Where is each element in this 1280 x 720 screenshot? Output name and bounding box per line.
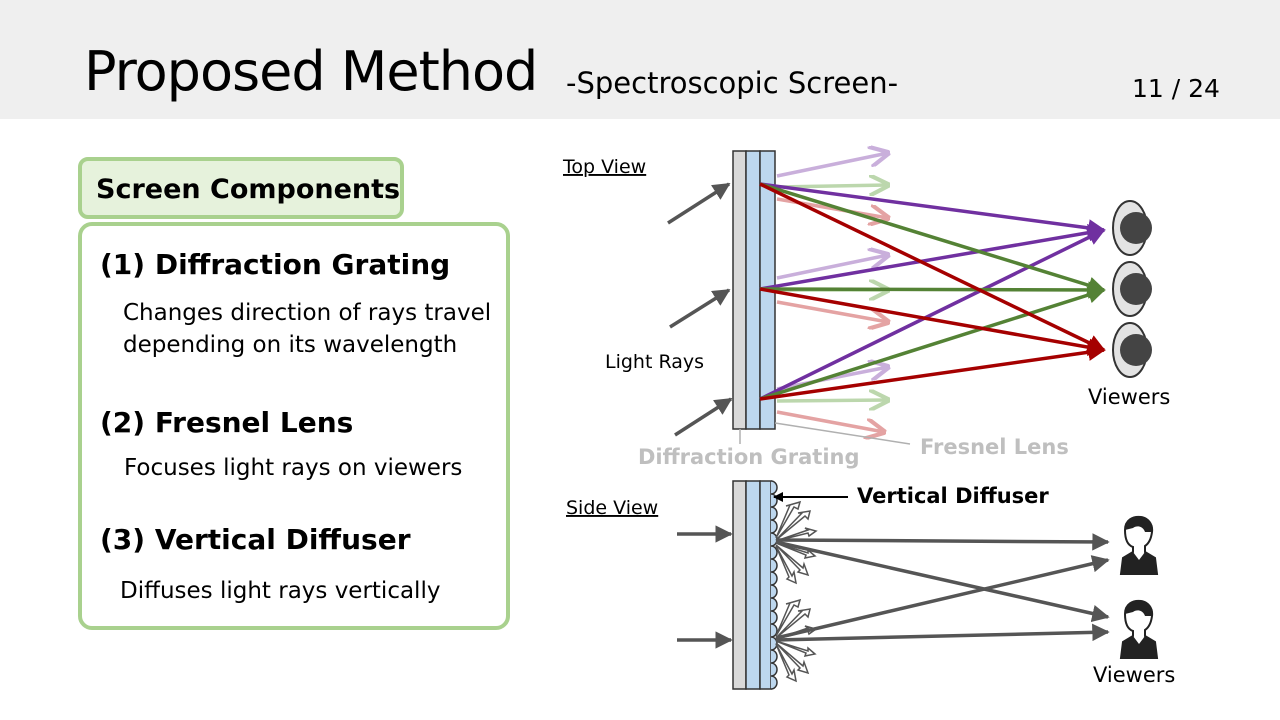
focused-rays [759, 182, 1106, 401]
side-incoming-rays [677, 525, 733, 649]
viewer-head-icon [1112, 261, 1152, 317]
viewer-head-icon [1112, 322, 1152, 378]
item-fresnel-lens-desc: Focuses light rays on viewers [124, 455, 463, 481]
faint-dispersed-rays [776, 153, 888, 432]
vertical-diffuser-label: Vertical Diffuser [857, 484, 1049, 508]
components-box [78, 222, 510, 630]
top-view-label: Top View [562, 156, 646, 178]
slide-title: Proposed Method [84, 40, 538, 103]
page-number: 11 / 24 [1132, 74, 1220, 103]
item-vertical-diffuser-desc: Diffuses light rays vertically [120, 578, 441, 604]
incoming-light-rays [667, 182, 733, 437]
viewer-head-icon [1112, 200, 1152, 256]
viewer-person-icon [1119, 599, 1159, 659]
side-view-label: Side View [566, 497, 658, 519]
side-view-screen [732, 480, 778, 690]
top-view-screen [732, 150, 776, 430]
side-view-rays [775, 533, 1110, 642]
item-vertical-diffuser-heading: (3) Vertical Diffuser [100, 523, 411, 556]
side-view-viewers-label: Viewers [1093, 663, 1175, 687]
top-view-viewers-label: Viewers [1088, 385, 1170, 409]
item-diffraction-grating-desc-1: Changes direction of rays travel [123, 300, 492, 326]
item-diffraction-grating-heading: (1) Diffraction Grating [100, 248, 451, 281]
diffraction-grating-label: Diffraction Grating [638, 445, 860, 469]
diffusion-fan [775, 500, 818, 585]
header-bar [0, 0, 1280, 119]
item-diffraction-grating-desc-2: depending on its wavelength [123, 332, 458, 358]
components-title-box [78, 157, 404, 219]
fresnel-lens-label: Fresnel Lens [920, 435, 1069, 459]
slide-subtitle: -Spectroscopic Screen- [566, 66, 899, 100]
light-rays-label: Light Rays [605, 351, 704, 373]
item-fresnel-lens-heading: (2) Fresnel Lens [100, 406, 354, 439]
components-title: Screen Components [96, 174, 401, 205]
fresnel-lens-pointer [774, 422, 911, 445]
viewer-person-icon [1119, 515, 1159, 575]
